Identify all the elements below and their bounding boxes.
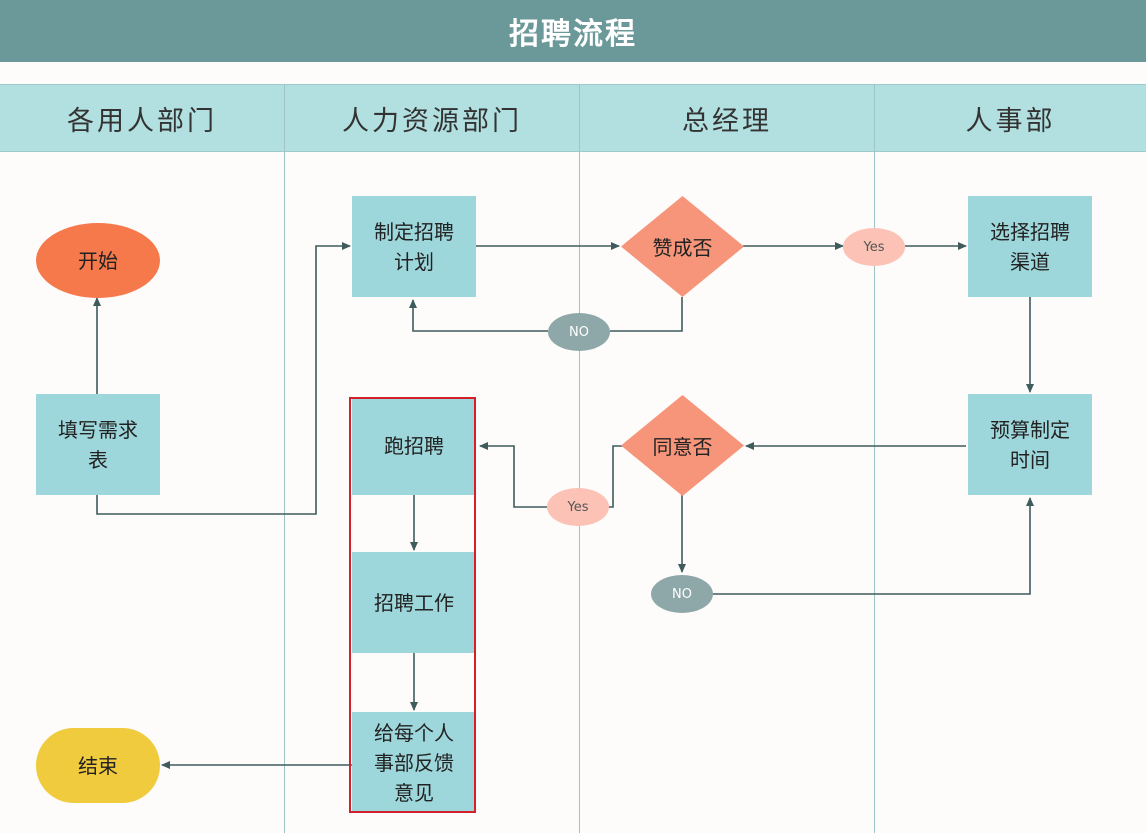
budget-time-node: 预算制定 时间 xyxy=(968,394,1092,495)
yes-tag: Yes xyxy=(547,488,609,526)
lane-divider xyxy=(284,84,285,833)
connector-yes-to-run xyxy=(479,442,547,508)
no-tag: NO xyxy=(651,575,713,613)
connector-no-to-plan xyxy=(409,299,548,332)
lane-label-personnel: 人事部 xyxy=(965,105,1056,137)
connector-fill-to-plan xyxy=(96,242,351,515)
lane-divider xyxy=(874,84,875,833)
connector-approve-to-no xyxy=(610,297,683,332)
end-node: 结束 xyxy=(36,728,160,803)
page-title: 招聘流程 xyxy=(0,0,1146,62)
connector-agree-to-yes xyxy=(609,445,623,508)
diamond-shape xyxy=(621,196,744,297)
agree-decision-node: 同意否 xyxy=(621,395,744,496)
lane-label-departments: 各用人部门 xyxy=(67,105,217,137)
lane-divider xyxy=(579,84,580,833)
lane-label-hr: 人力资源部门 xyxy=(342,105,522,137)
fill-demand-form-node: 填写需求 表 xyxy=(36,394,160,495)
feedback-node: 给每个人 事部反馈 意见 xyxy=(352,712,476,813)
start-node: 开始 xyxy=(36,223,160,298)
connector-no-to-budget xyxy=(713,497,1034,595)
recruitment-work-node: 招聘工作 xyxy=(352,552,476,653)
choose-channel-node: 选择招聘 渠道 xyxy=(968,196,1092,297)
highlight-box xyxy=(349,397,476,813)
run-recruitment-node: 跑招聘 xyxy=(352,397,476,495)
approve-decision-node: 赞成否 xyxy=(621,196,744,297)
lane-label-gm: 总经理 xyxy=(682,105,772,137)
agree-decision-label: 同意否 xyxy=(652,435,713,459)
yes-tag: Yes xyxy=(843,228,905,266)
lane-header: 各用人部门 人力资源部门 总经理 人事部 xyxy=(0,84,1146,152)
make-recruitment-plan-node: 制定招聘 计划 xyxy=(352,196,476,297)
approve-decision-label: 赞成否 xyxy=(652,236,713,260)
diamond-shape xyxy=(621,395,744,496)
no-tag: NO xyxy=(548,313,610,351)
